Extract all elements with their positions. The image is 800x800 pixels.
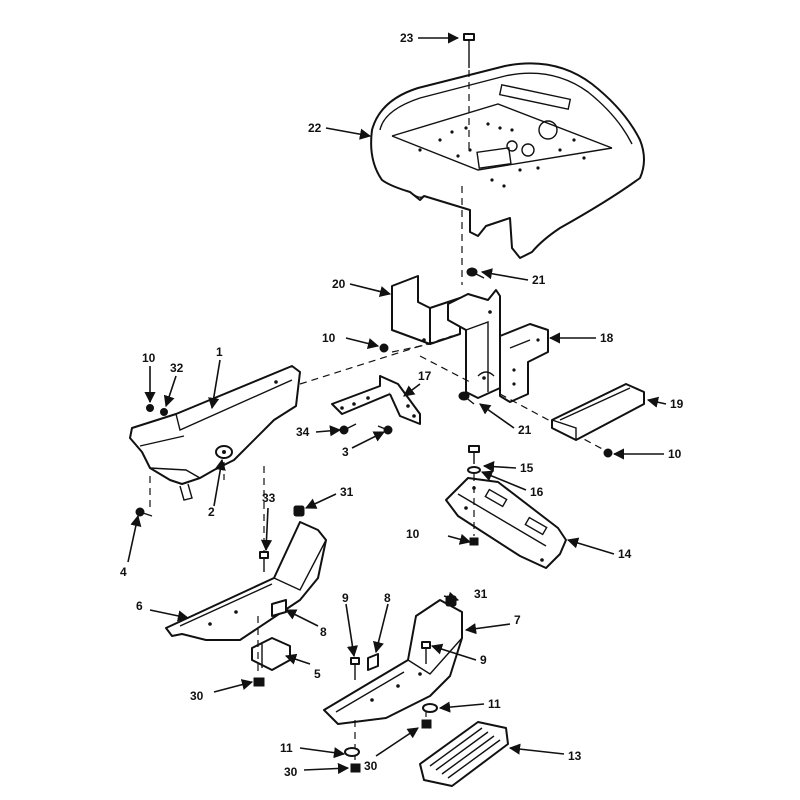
label-10-left: 10	[142, 351, 156, 365]
label-9-right: 9	[480, 653, 487, 667]
label-11-upper: 11	[488, 697, 501, 711]
label-10-upper: 10	[322, 331, 336, 345]
nut-30-left	[253, 677, 265, 687]
nut-30-bottom	[350, 763, 361, 773]
label-13: 13	[568, 749, 582, 763]
side-panel-1	[129, 365, 301, 501]
bolt-21-upper	[466, 267, 485, 279]
label-20: 20	[332, 277, 346, 291]
leader-lines	[127, 32, 667, 775]
bolt-3	[377, 425, 393, 435]
label-14: 14	[618, 547, 632, 561]
label-23: 23	[400, 31, 414, 45]
spring-31-upper	[293, 505, 305, 517]
footrest-6	[165, 521, 327, 641]
footrest-7	[323, 599, 463, 725]
bolt-34	[339, 423, 357, 435]
bolt-23	[463, 33, 475, 68]
label-31-lower: 31	[474, 587, 488, 601]
nut-10-lower	[469, 537, 479, 546]
bolt-9-left	[350, 657, 360, 680]
label-30-mid: 30	[364, 759, 378, 773]
bolt-21-lower	[458, 391, 475, 405]
label-9-left: 9	[342, 591, 349, 605]
label-16: 16	[530, 485, 544, 499]
label-2: 2	[208, 505, 215, 519]
label-5: 5	[314, 667, 321, 681]
label-15: 15	[520, 461, 534, 475]
label-3: 3	[342, 445, 349, 459]
clip-8-right	[367, 653, 379, 671]
fender-seat-pan	[370, 62, 645, 259]
clip-11-upper	[422, 703, 438, 713]
cover-19	[551, 383, 645, 441]
label-22: 22	[308, 121, 322, 135]
nut-10-right	[603, 448, 613, 458]
clip-8-left	[271, 599, 287, 617]
center-upright	[447, 289, 501, 399]
bracket-18	[499, 323, 549, 403]
angle-bracket-17	[331, 375, 421, 425]
label-32: 32	[170, 361, 184, 375]
label-7: 7	[514, 613, 521, 627]
label-33: 33	[262, 491, 276, 505]
label-30-left: 30	[190, 689, 204, 703]
bolt-9-right	[421, 641, 431, 664]
nut-10-upper	[379, 343, 389, 353]
nut-30-mid	[421, 719, 432, 729]
nut-10-left	[146, 404, 154, 412]
label-30-bottom: 30	[284, 765, 298, 779]
bolt-33	[259, 551, 269, 572]
label-10-right: 10	[668, 447, 682, 461]
clip-11-lower	[344, 747, 360, 757]
label-31-upper: 31	[340, 485, 354, 499]
label-10-lower: 10	[406, 527, 420, 541]
label-6: 6	[136, 599, 143, 613]
mounting-plate-14	[445, 477, 567, 569]
label-19: 19	[670, 397, 684, 411]
label-18: 18	[600, 331, 614, 345]
bolt-15	[468, 445, 480, 464]
label-21-upper: 21	[532, 273, 546, 287]
label-34: 34	[296, 425, 310, 439]
label-8-right: 8	[384, 591, 391, 605]
label-4: 4	[120, 565, 127, 579]
callout-labels: 23 22 20 21 10 18 10 32 1 17 19 21 34 3 …	[120, 31, 684, 779]
bolt-4	[135, 507, 153, 517]
foot-pad-13	[419, 721, 509, 787]
label-21-lower: 21	[518, 423, 532, 437]
washer-16	[467, 466, 481, 474]
label-1: 1	[216, 345, 223, 359]
washer-32	[160, 408, 168, 416]
label-17: 17	[418, 369, 432, 383]
bracket-20	[391, 275, 461, 345]
label-8-left: 8	[320, 625, 327, 639]
label-11-lower: 11	[280, 741, 293, 755]
